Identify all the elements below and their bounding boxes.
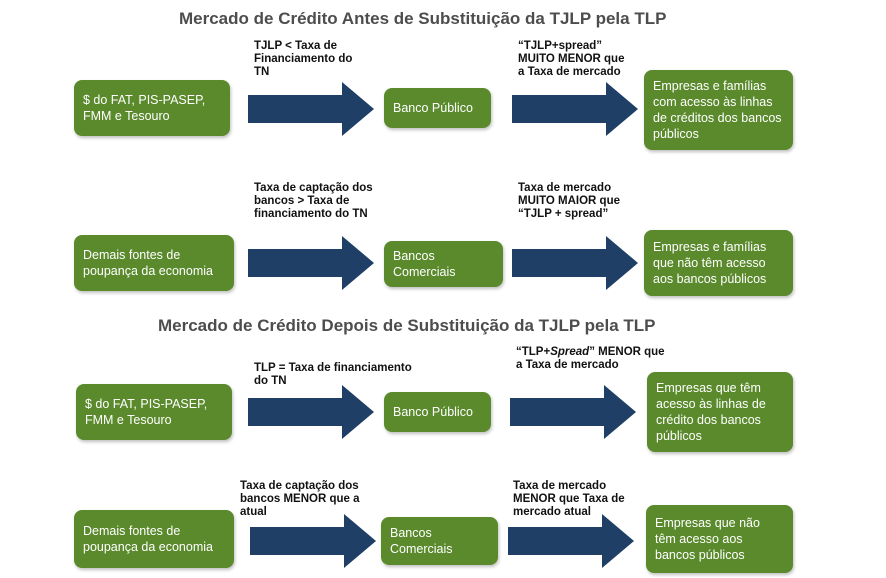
bank-box-public: Banco Público [384,392,491,432]
arrow-right-icon [512,236,638,290]
dest-text: Empresas que não têm acesso aos bancos p… [655,516,760,562]
arrow-right-icon [512,82,638,136]
bank-box-commercial: Bancos Comerciais [384,241,503,287]
label-suffix: ” MENOR que a Taxa de mercado [516,346,665,371]
source-box-public-funds: $ do FAT, PIS-PASEP, FMM e Tesouro [76,384,232,440]
label-prefix: “TLP+ [516,346,551,358]
arrow-right-icon [248,236,374,290]
bank-text: Banco Público [393,405,473,419]
arrow-right-icon [508,514,634,568]
dest-box-without-access: Empresas que não têm acesso aos bancos p… [646,505,793,573]
arrow-label-bank-rate: “TJLP+spread” MUITO MENOR que a Taxa de … [518,40,625,78]
arrow-right-icon [248,385,374,439]
dest-box-without-access: Empresas e famílias que não têm acesso a… [644,230,793,296]
section-title-before: Mercado de Crédito Antes de Substituição… [179,9,667,28]
arrow-label-bank-rate: Taxa de mercado MENOR que Taxa de mercad… [513,480,625,518]
dest-text: Empresas e famílias que não têm acesso a… [653,240,767,286]
arrow-label-bank-rate: Taxa de mercado MUITO MAIOR que “TJLP + … [518,182,621,220]
dest-text: Empresas e famílias com acesso às linhas… [653,79,782,141]
arrow-label-funding-rate: Taxa de captação dos bancos > Taxa de fi… [254,182,373,220]
source-text: Demais fontes de poupança da economia [83,524,213,554]
arrow-label-funding-rate: TLP = Taxa de financiamento do TN [254,362,412,387]
dest-box-with-access: Empresas e famílias com acesso às linhas… [644,70,793,150]
arrow-right-icon [510,385,636,439]
arrow-right-icon [248,82,374,136]
arrow-label-funding-rate: TJLP < Taxa de Financiamento do TN [254,40,353,78]
arrow-label-funding-rate: Taxa de captação dos bancos MENOR que a … [240,480,360,518]
bank-box-public: Banco Público [384,88,491,128]
section-title-after: Mercado de Crédito Depois de Substituiçã… [158,316,656,335]
source-text: Demais fontes de poupança da economia [83,248,213,278]
bank-box-commercial: Bancos Comerciais [381,517,498,565]
source-box-public-funds: $ do FAT, PIS-PASEP, FMM e Tesouro [74,80,230,136]
source-text: $ do FAT, PIS-PASEP, FMM e Tesouro [85,397,208,427]
arrow-label-bank-rate: “TLP+Spread” MENOR que a Taxa de mercado [516,346,665,372]
dest-text: Empresas que têm acesso às linhas de cré… [656,381,766,443]
arrow-right-icon [250,514,376,568]
source-box-other-savings: Demais fontes de poupança da economia [74,510,234,568]
label-emphasis: Spread [550,346,590,358]
bank-text: Bancos Comerciais [393,249,456,279]
source-text: $ do FAT, PIS-PASEP, FMM e Tesouro [83,93,206,123]
dest-box-with-access: Empresas que têm acesso às linhas de cré… [647,372,793,452]
bank-text: Banco Público [393,101,473,115]
source-box-other-savings: Demais fontes de poupança da economia [74,235,234,291]
bank-text: Bancos Comerciais [390,526,453,556]
